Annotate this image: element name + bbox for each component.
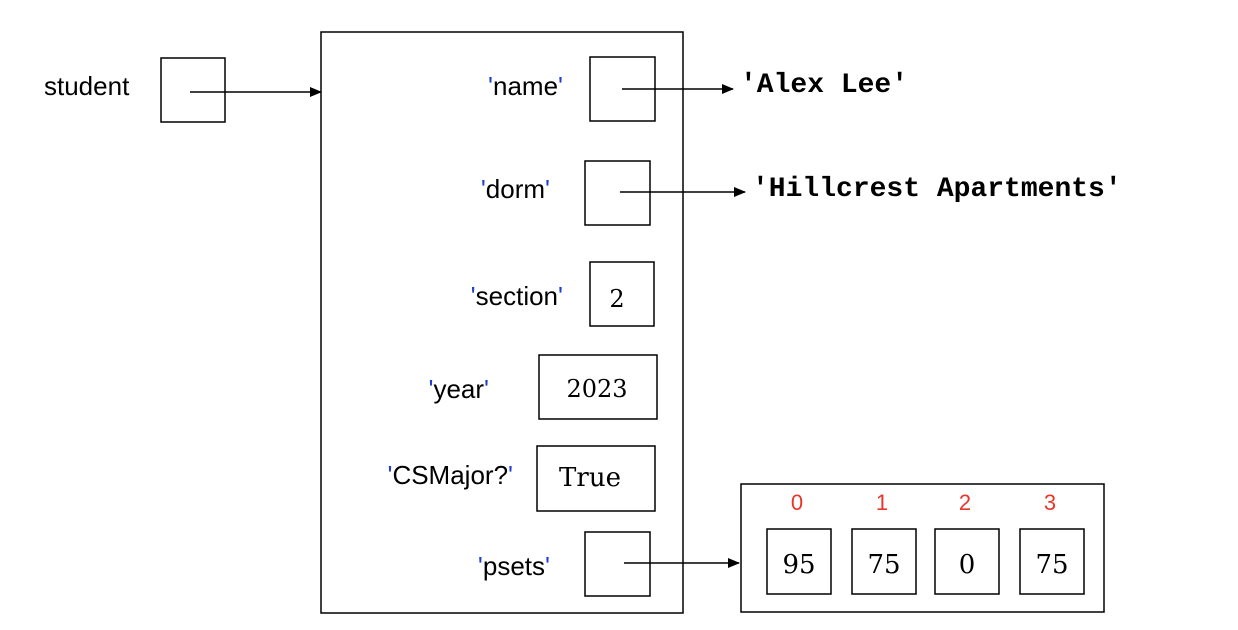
list-index-0: 0 <box>791 490 803 515</box>
list-value-2: 0 <box>959 550 976 580</box>
dict-value-box-section <box>589 261 655 327</box>
list-value-1: 75 <box>867 550 900 580</box>
list-cell-0 <box>766 528 832 595</box>
list-cell-3 <box>1019 528 1085 595</box>
list-index-2: 2 <box>959 490 971 515</box>
dict-value-box-year <box>538 354 658 420</box>
dict-frame <box>320 31 684 614</box>
dict-value-box-dorm <box>584 160 651 226</box>
list-cell-2 <box>934 528 1000 595</box>
string-hillcrest: 'Hillcrest Apartments' <box>752 174 1122 205</box>
dict-value-box-csmajor <box>536 445 656 512</box>
list-frame <box>740 483 1105 613</box>
list-index-3: 3 <box>1044 490 1056 515</box>
dict-key-dorm: 'dorm' <box>481 174 550 204</box>
dict-key-year: 'year' <box>428 374 489 404</box>
list-index-1: 1 <box>876 490 888 515</box>
variable-box <box>160 57 226 123</box>
variable-label: student <box>44 71 130 101</box>
dict-key-name: 'name' <box>488 71 563 101</box>
list-cells: 0 95 1 75 2 0 3 75 <box>766 490 1085 595</box>
list-cell-1 <box>851 528 917 595</box>
dict-key-psets: 'psets' <box>478 551 550 581</box>
dict-key-csmajor: 'CSMajor?' <box>387 460 513 490</box>
value-year: 2023 <box>566 375 627 403</box>
dict-key-section: 'section' <box>471 281 563 311</box>
string-alex-lee: 'Alex Lee' <box>740 70 908 101</box>
list-value-3: 75 <box>1035 550 1068 580</box>
value-section: 2 <box>609 285 624 313</box>
list-value-0: 95 <box>782 550 815 580</box>
value-csmajor: True <box>559 463 621 493</box>
dict-value-box-psets <box>584 531 651 597</box>
